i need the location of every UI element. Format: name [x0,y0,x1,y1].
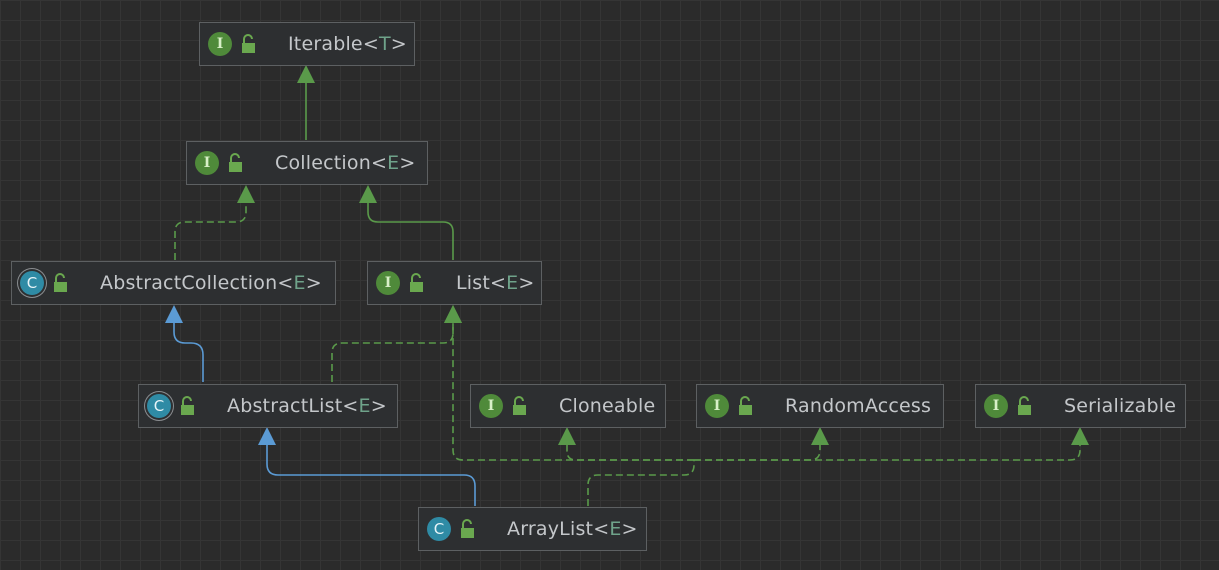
node-serializable[interactable]: I Serializable [975,384,1186,428]
unlocked-lock-icon [513,396,526,415]
edge-arraylist-abstractlist [258,427,476,506]
edge-abstractlist-abstractcollection [165,305,204,382]
unlocked-lock-icon [739,396,752,415]
interface-badge-icon: I [208,32,232,56]
node-label: ArrayList<E> [507,518,638,540]
node-label: AbstractCollection<E> [100,272,322,294]
abstract-class-badge-icon: C [147,394,171,418]
interface-badge-icon: I [195,151,219,175]
node-collection[interactable]: I Collection<E> [186,141,428,185]
unlocked-lock-icon [229,153,242,172]
edge-list-collection [359,185,454,260]
edge-abstractlist-list [331,305,462,382]
node-label: AbstractList<E> [227,395,387,417]
edge-arraylist-list [444,305,694,461]
edge-arraylist-serializable [694,427,1089,461]
unlocked-lock-icon [181,396,194,415]
node-abstract-list[interactable]: C AbstractList<E> [138,384,398,428]
interface-badge-icon: I [376,271,400,295]
interface-badge-icon: I [984,394,1008,418]
node-label: RandomAccess [785,395,932,417]
interface-badge-icon: I [479,394,503,418]
edge-arraylist-bus [587,460,695,506]
node-label: List<E> [456,272,535,294]
node-abstract-collection[interactable]: C AbstractCollection<E> [11,261,336,305]
class-badge-icon: C [427,517,451,541]
node-random-access[interactable]: I RandomAccess [696,384,944,428]
unlocked-lock-icon [242,34,255,53]
node-label: Serializable [1064,395,1177,417]
unlocked-lock-icon [54,273,67,292]
node-list[interactable]: I List<E> [367,261,542,305]
unlocked-lock-icon [461,519,474,538]
edge-arraylist-cloneable [558,427,694,461]
node-label: Collection<E> [275,152,416,174]
edge-abstractcollection-collection [174,185,255,260]
node-cloneable[interactable]: I Cloneable [470,384,666,428]
node-iterable[interactable]: I Iterable<T> [199,22,415,66]
abstract-class-badge-icon: C [20,271,44,295]
node-label: Cloneable [559,395,656,417]
unlocked-lock-icon [410,273,423,292]
node-array-list[interactable]: C ArrayList<E> [418,507,647,551]
node-label: Iterable<T> [288,33,407,55]
unlocked-lock-icon [1018,396,1031,415]
edge-arraylist-randomaccess [694,427,829,461]
interface-badge-icon: I [705,394,729,418]
